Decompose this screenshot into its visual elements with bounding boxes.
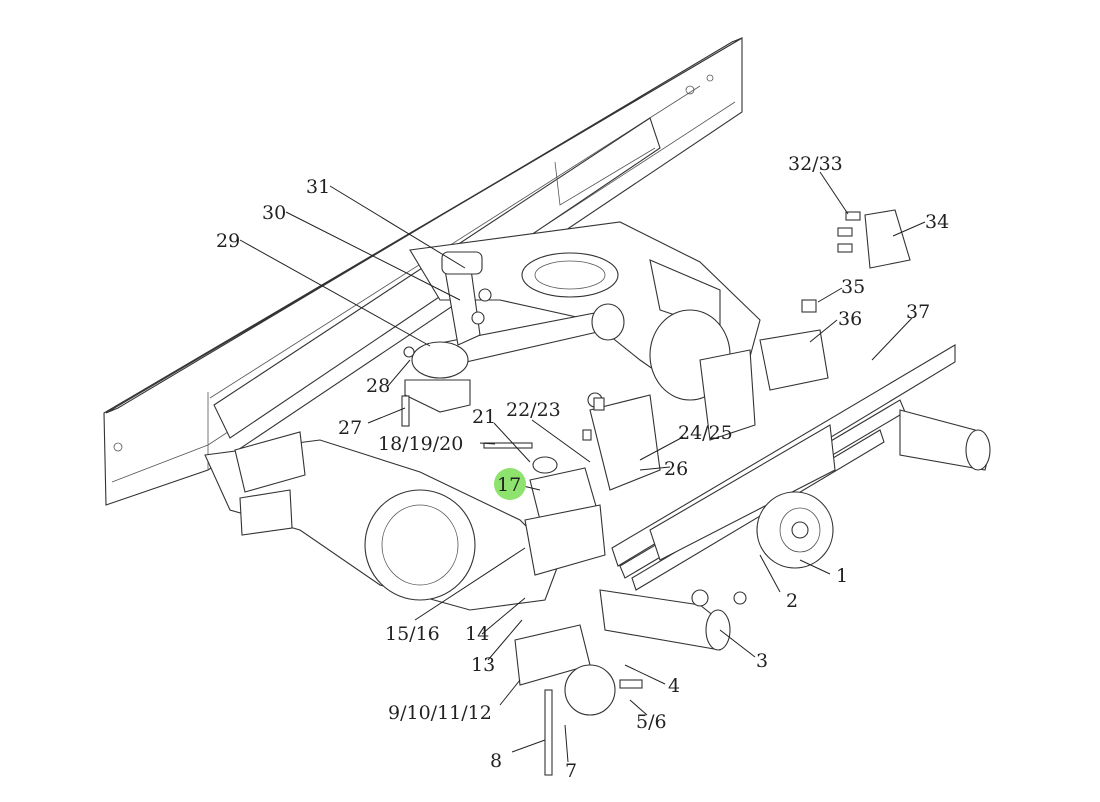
- callout-label[interactable]: 37: [906, 301, 930, 323]
- spring-seat: [514, 624, 616, 776]
- highlight-marker: [494, 468, 526, 500]
- callout-label[interactable]: 4: [668, 675, 680, 697]
- v-rod: [404, 251, 625, 413]
- callout-label[interactable]: 30: [262, 202, 286, 224]
- brake-drum: [756, 491, 834, 569]
- callout-label[interactable]: 1: [836, 565, 848, 587]
- callout-label[interactable]: 13: [471, 654, 495, 676]
- callout-label[interactable]: 36: [838, 308, 862, 330]
- bracket-17: [524, 456, 606, 576]
- callout-label[interactable]: 26: [664, 458, 688, 480]
- callout-label[interactable]: 32/33: [788, 153, 843, 175]
- callout-label[interactable]: 18/19/20: [378, 433, 463, 455]
- spindle-left: [599, 589, 731, 651]
- spring-hanger: [587, 299, 829, 491]
- callout-label[interactable]: 24/25: [678, 422, 733, 444]
- callout-label[interactable]: 7: [565, 760, 577, 782]
- callout-label[interactable]: 34: [925, 211, 949, 233]
- callout-label[interactable]: 5/6: [636, 711, 667, 733]
- leaf-spring: [611, 344, 956, 591]
- callout-label[interactable]: 28: [366, 375, 390, 397]
- callout-label[interactable]: 17: [497, 474, 521, 496]
- hardware: [401, 209, 911, 689]
- callout-label[interactable]: 22/23: [506, 399, 561, 421]
- leader-lines: [239, 171, 926, 763]
- callout-label[interactable]: 9/10/11/12: [388, 702, 492, 724]
- callout-label[interactable]: 15/16: [385, 623, 440, 645]
- callout-label[interactable]: 21: [472, 406, 496, 428]
- callout-label[interactable]: 29: [216, 230, 240, 252]
- callout-label[interactable]: 35: [841, 276, 865, 298]
- rear-axle-lower: [204, 431, 561, 611]
- callout-label[interactable]: 2: [786, 590, 798, 612]
- spindle-right: [899, 409, 991, 471]
- callout-label[interactable]: 27: [338, 417, 362, 439]
- callout-label[interactable]: 3: [756, 650, 768, 672]
- callout-label[interactable]: 8: [490, 750, 502, 772]
- callout-label[interactable]: 14: [465, 623, 489, 645]
- callout-label[interactable]: 31: [306, 176, 330, 198]
- callout-labels: 1 2 3 4 5/6 7 8 9/10/11/12 13 14 15/16 1…: [216, 153, 949, 782]
